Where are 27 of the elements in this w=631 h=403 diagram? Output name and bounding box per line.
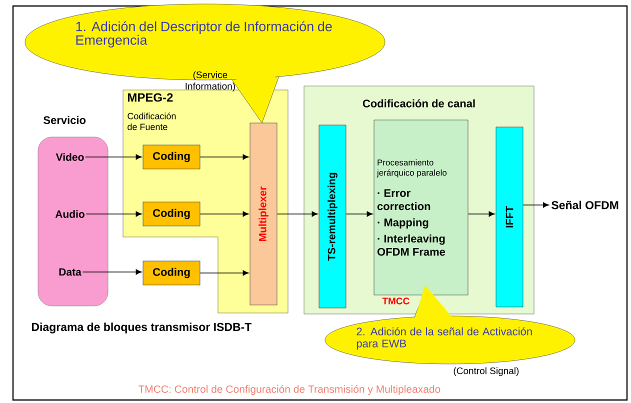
footnote: TMCC: Control de Configuración de Transmisión y Multipleaxado [138,385,440,395]
coding-box: Coding [142,260,200,286]
arrow [346,211,373,217]
service-label: Data [59,268,82,276]
arrow [276,211,318,217]
coding-box: Coding [142,144,200,170]
arrow [522,202,549,208]
ifft-block: IFFT [496,126,524,308]
arrow [200,270,249,276]
callout-note: (Control Signal) [454,367,519,376]
arrow [200,211,249,217]
output-label: Señal OFDM [552,200,618,210]
arrow [468,211,495,217]
service-label: Audio [55,210,84,218]
coding-box: Coding [142,202,200,226]
callout-note: (Service Information) [186,71,235,92]
arrow [86,211,142,217]
diagram-caption: Diagrama de bloques transmisor ISDB-T [32,322,252,334]
node-label: Servicio [44,116,86,124]
service-label: Video [56,153,84,161]
arrow [85,154,142,160]
processing-box: Procesamiento jerárquico paralelo · Error correction · Mapping · Interleaving OFDM Frame [374,120,468,296]
arrow [82,269,142,275]
remultiplexing-block: TS-remultiplexing [318,124,346,308]
multiplexer-block: Multiplexer [250,122,278,306]
arrow [200,154,249,160]
status-label: TMCC [382,298,410,304]
